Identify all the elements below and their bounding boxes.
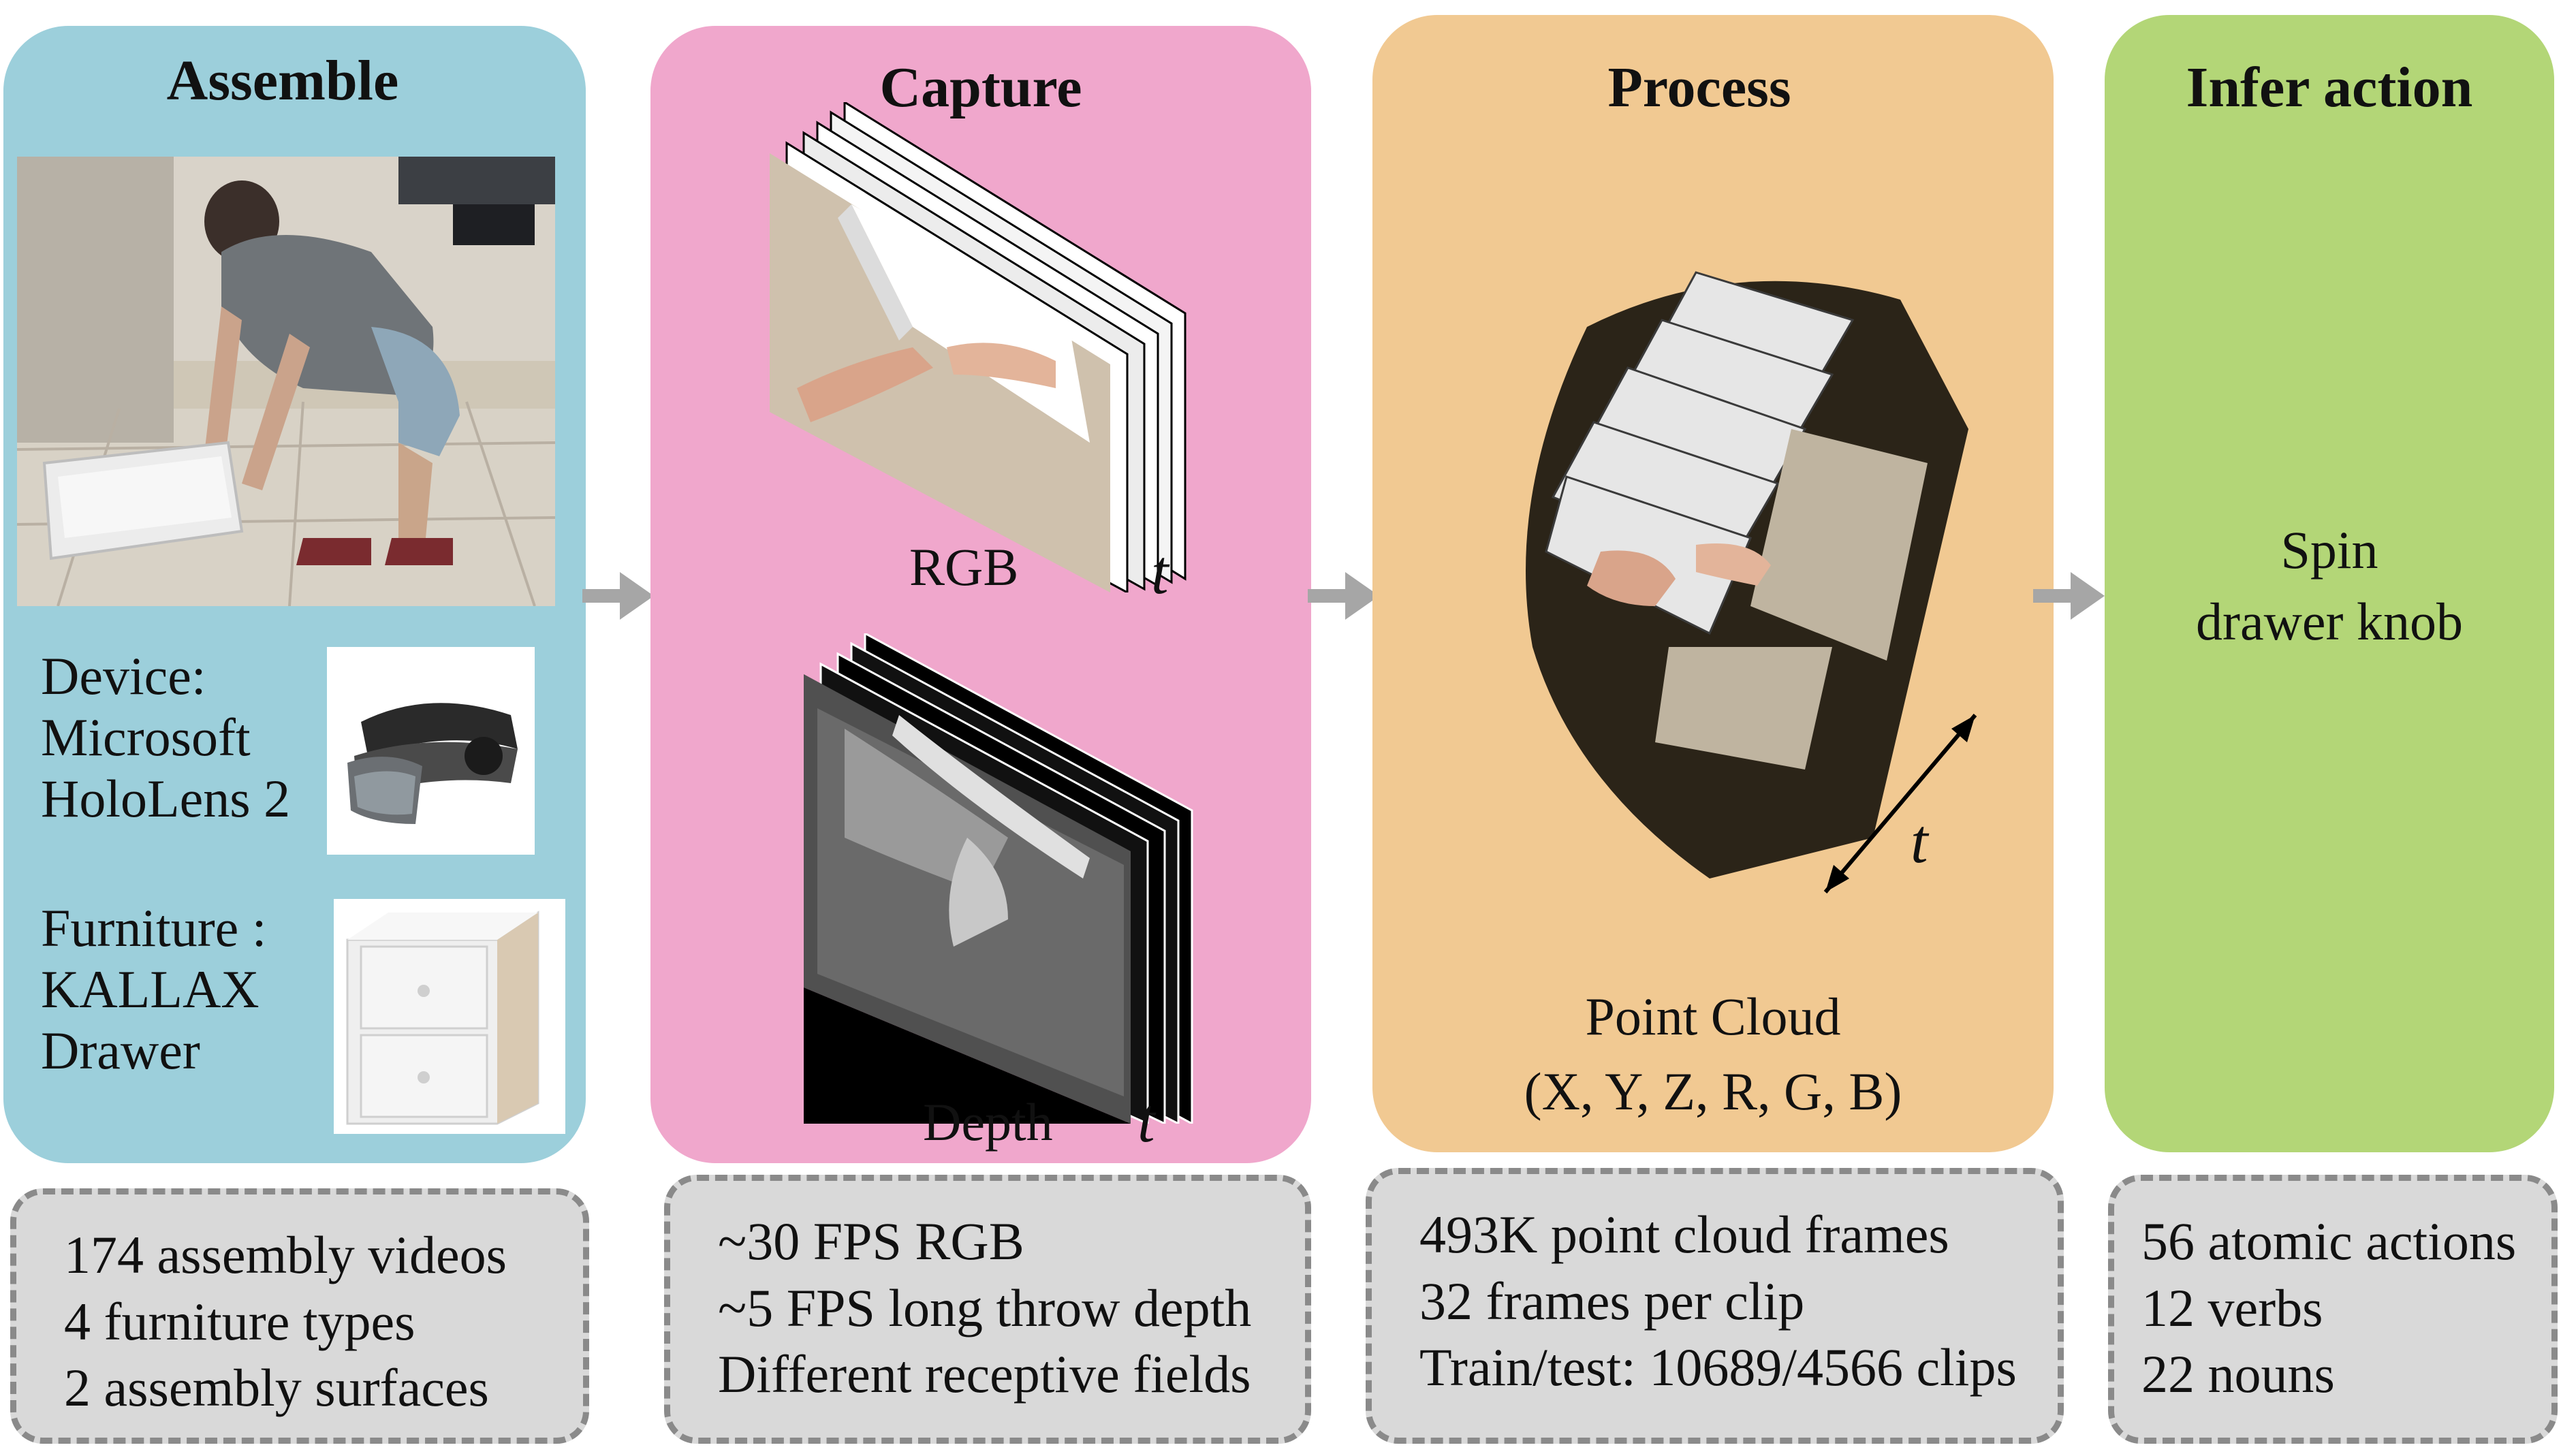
arrow-assemble-to-capture — [582, 572, 654, 620]
assemble-stat-furniture: 4 furniture types — [64, 1291, 415, 1351]
assemble-stat-surfaces: 2 assembly surfaces — [64, 1358, 489, 1417]
process-time-symbol: t — [1911, 806, 1928, 876]
point-cloud-channels: (X, Y, Z, R, G, B) — [1524, 1062, 1902, 1121]
depth-label: Depth — [923, 1092, 1053, 1152]
capture-title: Capture — [879, 56, 1082, 119]
device-label-line1: Device: — [41, 646, 206, 706]
infer-title: Infer action — [2186, 56, 2473, 119]
furniture-label-line1: Furniture : — [41, 898, 267, 958]
capture-stat-depth-fps: ~5 FPS long throw depth — [718, 1278, 1252, 1338]
rgb-time-symbol: t — [1151, 537, 1169, 607]
capture-stat-rgb-fps: ~30 FPS RGB — [718, 1212, 1024, 1271]
furniture-label-line2: KALLAX — [41, 960, 260, 1019]
process-title: Process — [1607, 56, 1791, 119]
infer-stat-actions: 56 atomic actions — [2141, 1212, 2517, 1271]
assemble-title: Assemble — [166, 49, 399, 112]
infer-stat-nouns: 22 nouns — [2141, 1344, 2335, 1404]
action-line2: drawer knob — [2195, 592, 2464, 651]
point-cloud-visualization — [1526, 271, 1968, 879]
device-label-line3: HoloLens 2 — [41, 769, 291, 828]
point-cloud-label: Point Cloud — [1585, 987, 1841, 1046]
kallax-drawer-image — [334, 899, 565, 1134]
time-axis-arrow — [1823, 714, 1977, 893]
arrow-process-to-infer — [2033, 572, 2105, 620]
infer-panel — [2105, 15, 2554, 1152]
assemble-stat-videos: 174 assembly videos — [64, 1225, 507, 1284]
arrow-capture-to-process — [1308, 572, 1379, 620]
furniture-label-line3: Drawer — [41, 1021, 200, 1080]
rgb-frame-stack — [770, 102, 1187, 592]
rgb-label: RGB — [909, 537, 1019, 597]
depth-frame-stack — [804, 633, 1193, 1124]
infer-stat-verbs: 12 verbs — [2141, 1278, 2323, 1338]
assemble-stats-box: 174 assembly videos 4 furniture types 2 … — [10, 1188, 589, 1444]
depth-time-symbol: t — [1137, 1086, 1155, 1155]
process-stats-box: 493K point cloud frames 32 frames per cl… — [1366, 1168, 2064, 1444]
capture-stat-receptive-fields: Different receptive fields — [718, 1344, 1251, 1404]
hololens-image — [327, 647, 535, 855]
device-label-line2: Microsoft — [41, 708, 251, 767]
infer-stats-box: 56 atomic actions 12 verbs 22 nouns — [2108, 1175, 2558, 1444]
capture-stats-box: ~30 FPS RGB ~5 FPS long throw depth Diff… — [664, 1175, 1311, 1444]
process-stat-frames: 493K point cloud frames — [1419, 1205, 1949, 1264]
process-stat-frames-per-clip: 32 frames per clip — [1419, 1271, 1805, 1331]
assembly-photo — [17, 157, 555, 606]
process-stat-train-test: Train/test: 10689/4566 clips — [1419, 1338, 2017, 1397]
action-line1: Spin — [2280, 520, 2378, 580]
